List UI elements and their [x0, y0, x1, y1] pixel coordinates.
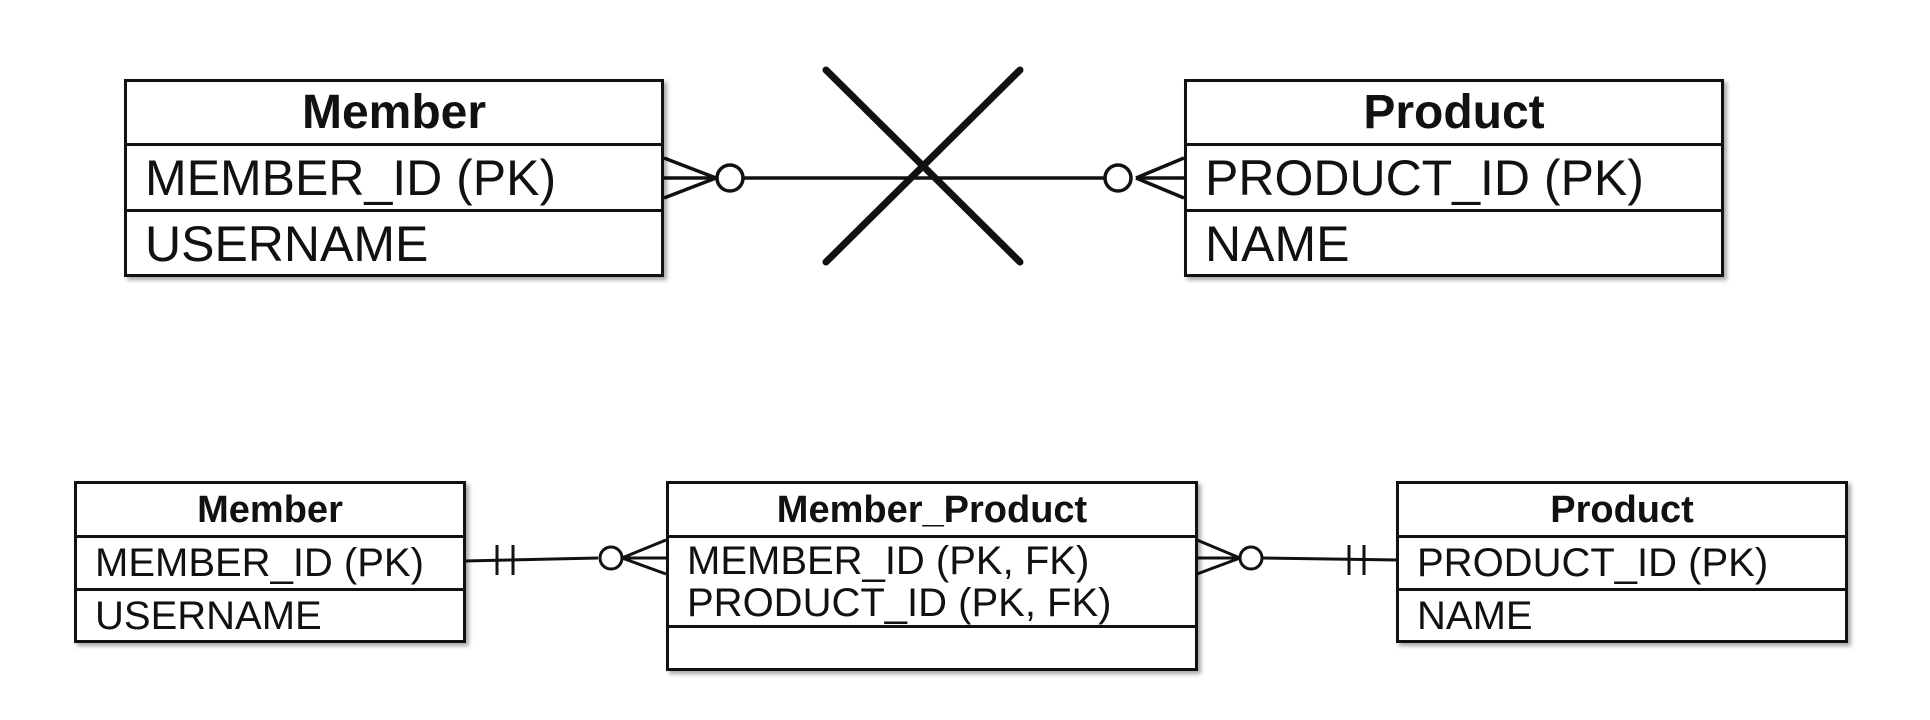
cross-out-x-icon: [822, 66, 1024, 266]
entity-title: Member: [127, 82, 661, 146]
top-many-to-many-relationship: [663, 156, 1185, 200]
entity-title: Product: [1187, 82, 1721, 146]
entity-member-product-bottom: Member_Product MEMBER_ID (PK, FK) PRODUC…: [666, 481, 1198, 671]
entity-field: PRODUCT_ID (PK, FK): [687, 581, 1112, 625]
entity-title: Product: [1399, 484, 1845, 538]
entity-product-top: Product PRODUCT_ID (PK) NAME: [1184, 79, 1724, 277]
entity-title: Member: [77, 484, 463, 538]
entity-member-bottom: Member MEMBER_ID (PK) USERNAME: [74, 481, 466, 643]
member-product-to-product-relationship: [1196, 538, 1399, 576]
entity-empty-section: [669, 628, 1195, 670]
entity-field: NAME: [1205, 216, 1350, 272]
entity-member-top: Member MEMBER_ID (PK) USERNAME: [124, 79, 664, 277]
entity-field: NAME: [1417, 594, 1533, 638]
entity-field: MEMBER_ID (PK, FK): [687, 539, 1090, 583]
entity-field-group: MEMBER_ID (PK, FK) PRODUCT_ID (PK, FK): [669, 538, 1195, 628]
entity-field: MEMBER_ID (PK): [127, 146, 661, 212]
entity-product-bottom: Product PRODUCT_ID (PK) NAME: [1396, 481, 1848, 643]
entity-field: USERNAME: [145, 216, 429, 272]
entity-field: PRODUCT_ID (PK): [1399, 538, 1845, 591]
entity-field: MEMBER_ID (PK): [77, 538, 463, 591]
entity-field: PRODUCT_ID (PK): [1187, 146, 1721, 212]
entity-title: Member_Product: [669, 484, 1195, 538]
entity-field: USERNAME: [95, 594, 322, 638]
member-to-member-product-relationship: [463, 538, 667, 576]
